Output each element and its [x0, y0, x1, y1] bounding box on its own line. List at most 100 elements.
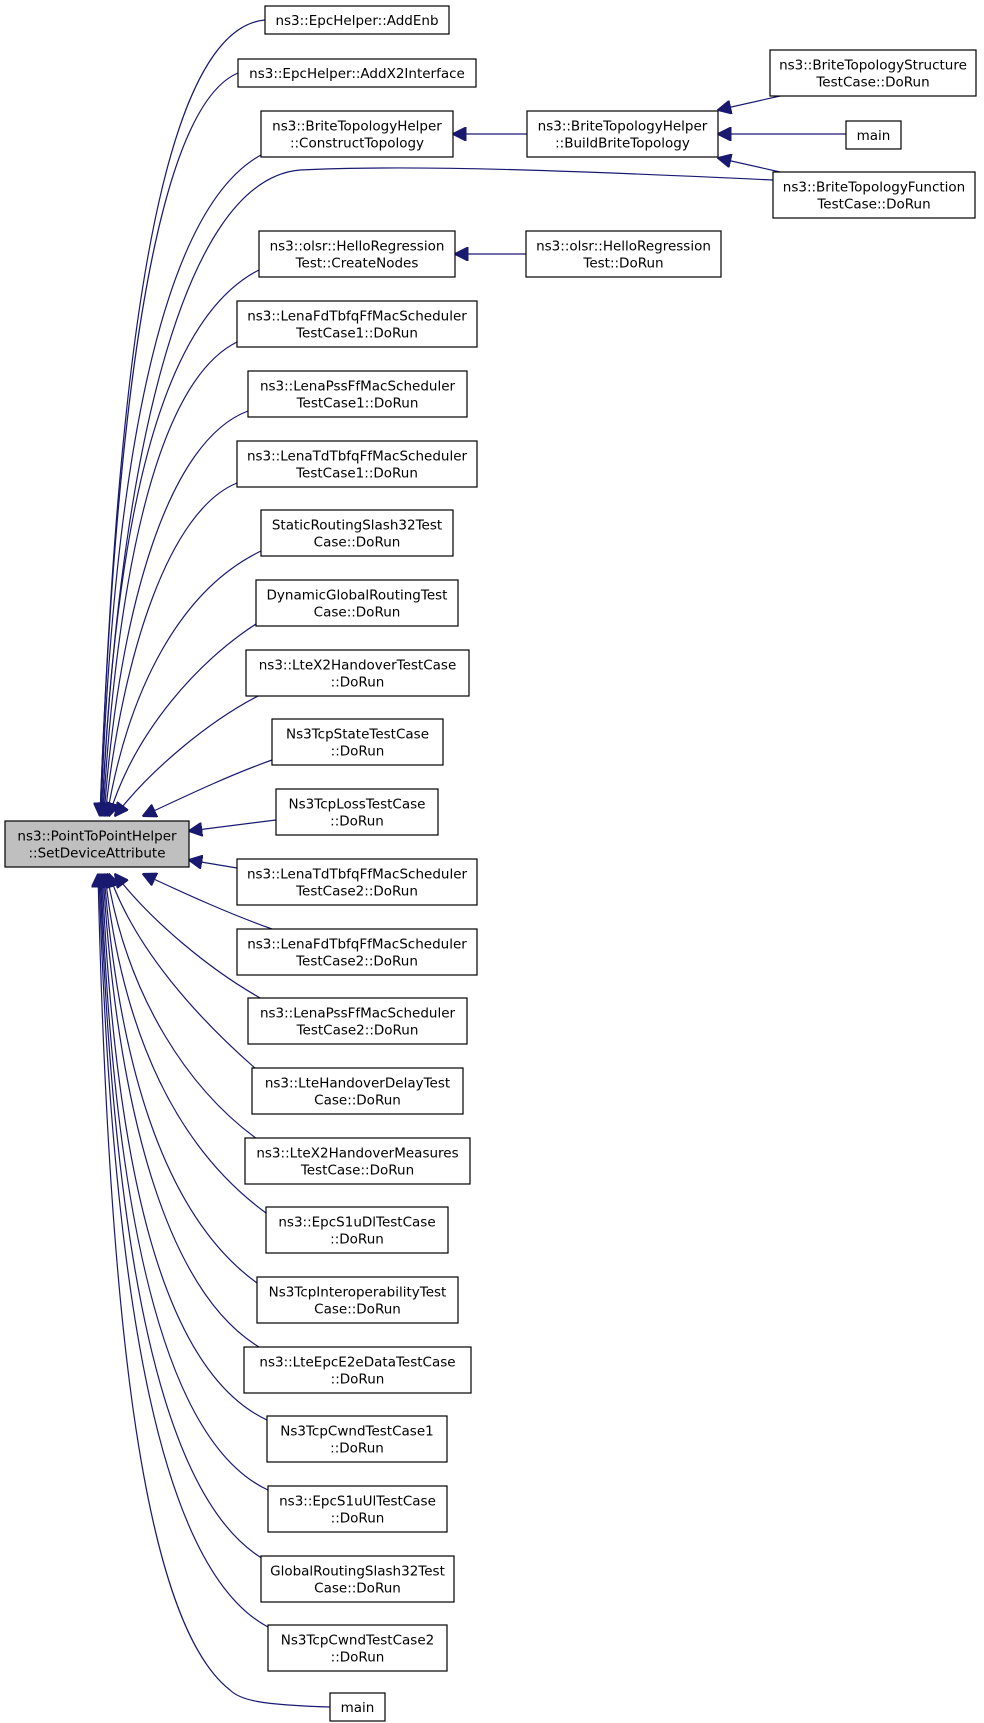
node-n8[interactable]: ns3::olsr::HelloRegressionTest::CreateNo… — [258, 230, 456, 278]
node-label-line: Case::DoRun — [314, 535, 401, 551]
node-label-line: TestCase1::DoRun — [295, 326, 418, 342]
node-label-line: Ns3TcpCwndTestCase1 — [280, 1424, 433, 1440]
edge-n14-to-root — [109, 623, 257, 816]
node-n1[interactable]: ns3::EpcHelper::AddEnb — [264, 5, 450, 35]
node-box — [236, 440, 478, 488]
node-n25[interactable]: ns3::LteEpcE2eDataTestCase::DoRun — [243, 1346, 472, 1394]
node-n30[interactable]: main — [329, 1692, 386, 1722]
node-label-line: TestCase2::DoRun — [295, 884, 418, 900]
node-label-line: TestCase::DoRun — [300, 1163, 414, 1179]
node-label-line: ns3::LenaFdTbfqFfMacScheduler — [247, 309, 467, 325]
edge-n16-to-root — [143, 759, 273, 816]
edge-n13-to-root — [107, 550, 262, 816]
node-n29[interactable]: Ns3TcpCwndTestCase2::DoRun — [267, 1624, 448, 1672]
node-label-line: ns3::LteHandoverDelayTest — [265, 1076, 450, 1092]
nodes-layer: ns3::PointToPointHelper::SetDeviceAttrib… — [4, 5, 977, 1722]
node-label-line: ::DoRun — [331, 675, 385, 691]
node-label-line: TestCase::DoRun — [816, 197, 930, 213]
node-n17[interactable]: Ns3TcpLossTestCase::DoRun — [275, 788, 439, 836]
node-label-line: ::DoRun — [330, 814, 384, 830]
node-box — [260, 110, 454, 158]
node-n6[interactable]: main — [845, 120, 902, 150]
node-n20[interactable]: ns3::LenaPssFfMacSchedulerTestCase2::DoR… — [247, 997, 468, 1045]
node-label-line: ::DoRun — [331, 1650, 385, 1666]
node-n23[interactable]: ns3::EpcS1uDlTestCase::DoRun — [265, 1206, 449, 1254]
node-box — [769, 49, 977, 97]
node-box — [236, 858, 478, 906]
node-label-line: Case::DoRun — [314, 605, 401, 621]
node-label-line: ns3::LenaPssFfMacScheduler — [260, 379, 456, 395]
edge-n12-to-root — [105, 482, 238, 816]
node-box — [526, 110, 719, 158]
node-label-line: ns3::EpcHelper::AddEnb — [275, 13, 438, 29]
node-box — [772, 171, 976, 219]
node-box — [247, 997, 468, 1045]
node-label-line: ::ConstructTopology — [290, 136, 424, 152]
node-label-line: ::DoRun — [331, 1511, 385, 1527]
node-n5[interactable]: ns3::BriteTopologyStructureTestCase::DoR… — [769, 49, 977, 97]
edge-n8-to-root — [102, 269, 260, 816]
node-box — [271, 718, 444, 766]
node-label-line: ns3::olsr::HelloRegression — [270, 239, 445, 255]
node-label-line: ns3::LenaTdTbfqFfMacScheduler — [247, 867, 468, 883]
node-label-line: ns3::BriteTopologyHelper — [272, 119, 442, 135]
edge-n27-to-root — [101, 874, 269, 1491]
node-label-line: ns3::LteEpcE2eDataTestCase — [259, 1355, 455, 1371]
node-box — [245, 649, 470, 697]
node-box — [256, 1276, 459, 1324]
node-label-line: Ns3TcpInteroperabilityTest — [269, 1285, 447, 1301]
node-box — [236, 300, 478, 348]
node-label-line: ::DoRun — [331, 744, 385, 760]
node-root[interactable]: ns3::PointToPointHelper::SetDeviceAttrib… — [4, 820, 190, 868]
node-label-line: ns3::olsr::HelloRegression — [536, 239, 711, 255]
node-n18[interactable]: ns3::LenaTdTbfqFfMacSchedulerTestCase2::… — [236, 858, 478, 906]
edge-n10-to-root — [103, 341, 238, 816]
node-n16[interactable]: Ns3TcpStateTestCase::DoRun — [271, 718, 444, 766]
node-label-line: ::DoRun — [330, 1441, 384, 1457]
edge-n18-to-root — [189, 860, 238, 868]
node-n10[interactable]: ns3::LenaFdTbfqFfMacSchedulerTestCase1::… — [236, 300, 478, 348]
node-label-line: TestCase1::DoRun — [296, 396, 419, 412]
node-label-line: TestCase1::DoRun — [295, 466, 418, 482]
node-n26[interactable]: Ns3TcpCwndTestCase1::DoRun — [266, 1415, 448, 1463]
node-label-line: StaticRoutingSlash32Test — [272, 518, 442, 534]
node-label-line: TestCase::DoRun — [815, 75, 929, 91]
edges-layer — [98, 19, 846, 1708]
node-box — [260, 509, 454, 557]
node-n3[interactable]: ns3::BriteTopologyHelper::ConstructTopol… — [260, 110, 454, 158]
node-n15[interactable]: ns3::LteX2HandoverTestCase::DoRun — [245, 649, 470, 697]
node-n27[interactable]: ns3::EpcS1uUlTestCase::DoRun — [267, 1485, 448, 1533]
node-label-line: GlobalRoutingSlash32Test — [270, 1564, 445, 1580]
node-n11[interactable]: ns3::LenaPssFfMacSchedulerTestCase1::DoR… — [247, 370, 468, 418]
node-n7[interactable]: ns3::BriteTopologyFunctionTestCase::DoRu… — [772, 171, 976, 219]
node-label-line: ns3::LenaTdTbfqFfMacScheduler — [247, 449, 468, 465]
node-n19[interactable]: ns3::LenaFdTbfqFfMacSchedulerTestCase2::… — [236, 928, 478, 976]
node-n4[interactable]: ns3::BriteTopologyHelper::BuildBriteTopo… — [526, 110, 719, 158]
node-label-line: Test::DoRun — [582, 256, 663, 272]
node-n22[interactable]: ns3::LteX2HandoverMeasuresTestCase::DoRu… — [244, 1137, 471, 1185]
node-label-line: TestCase2::DoRun — [296, 1023, 419, 1039]
node-box — [4, 820, 190, 868]
edge-n11-to-root — [104, 410, 249, 816]
edge-n2-to-root — [100, 72, 239, 816]
node-n12[interactable]: ns3::LenaTdTbfqFfMacSchedulerTestCase1::… — [236, 440, 478, 488]
node-label-line: main — [857, 128, 891, 144]
node-label-line: TestCase2::DoRun — [295, 954, 418, 970]
node-box — [265, 1206, 449, 1254]
edge-n24-to-root — [104, 874, 258, 1284]
node-label-line: DynamicGlobalRoutingTest — [267, 588, 448, 604]
node-label-line: ::DoRun — [331, 1372, 385, 1388]
node-box — [266, 1415, 448, 1463]
edge-n28-to-root — [100, 874, 266, 1561]
node-label-line: ns3::EpcHelper::AddX2Interface — [249, 66, 465, 82]
node-n2[interactable]: ns3::EpcHelper::AddX2Interface — [237, 58, 477, 88]
node-label-line: main — [341, 1700, 375, 1716]
node-box — [255, 579, 459, 627]
